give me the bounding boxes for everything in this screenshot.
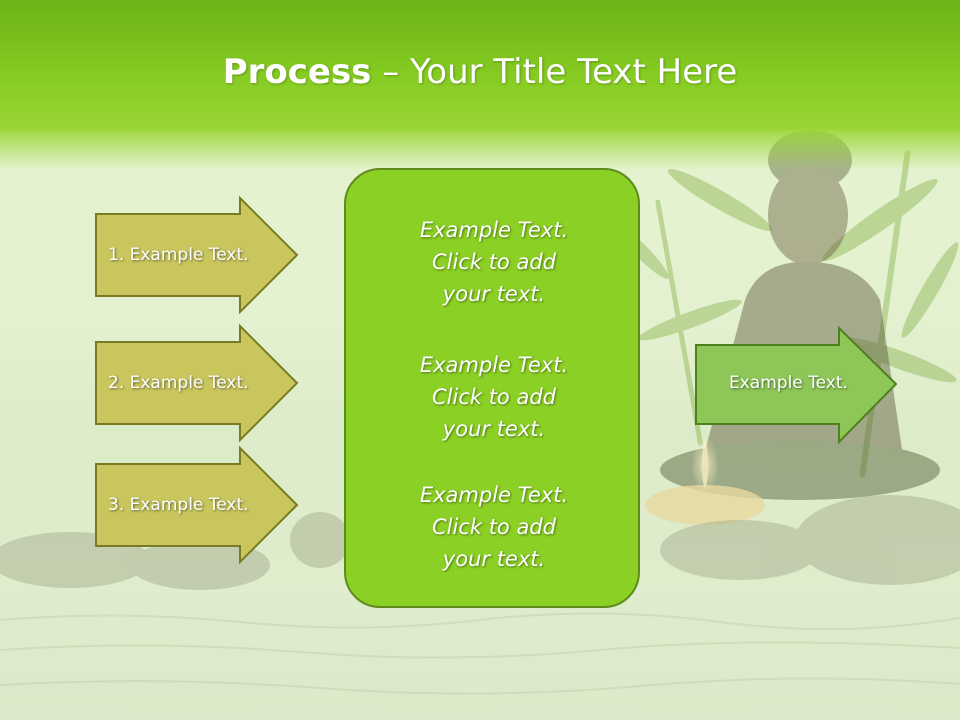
arrow-label-1[interactable]: 1. Example Text. — [108, 245, 249, 265]
center-text-1[interactable]: Example Text. Click to add your text. — [419, 218, 569, 306]
center-text-2[interactable]: Example Text. Click to add your text. — [419, 353, 569, 441]
center-text-box[interactable]: Example Text. Click to add your text. Ex… — [344, 168, 640, 608]
title-bar — [0, 0, 960, 130]
title-bold: Process — [222, 52, 372, 92]
water-ripples — [0, 612, 960, 695]
arrow-shape-3[interactable] — [94, 446, 300, 564]
title-bar-fade — [0, 130, 960, 170]
arrow-label-3[interactable]: 3. Example Text. — [108, 495, 249, 515]
slide-title[interactable]: Process – Your Title Text Here — [0, 52, 960, 92]
arrow-label-2[interactable]: 2. Example Text. — [108, 373, 249, 393]
title-rest: – Your Title Text Here — [371, 52, 738, 92]
arrow-label-right[interactable]: Example Text. — [729, 373, 848, 393]
stones — [0, 495, 960, 590]
arrow-shape-right[interactable] — [694, 326, 900, 444]
candle — [645, 437, 765, 525]
arrow-shape-2[interactable] — [94, 324, 300, 442]
center-text-3[interactable]: Example Text. Click to add your text. — [419, 483, 569, 571]
arrow-shape-1[interactable] — [94, 196, 300, 314]
